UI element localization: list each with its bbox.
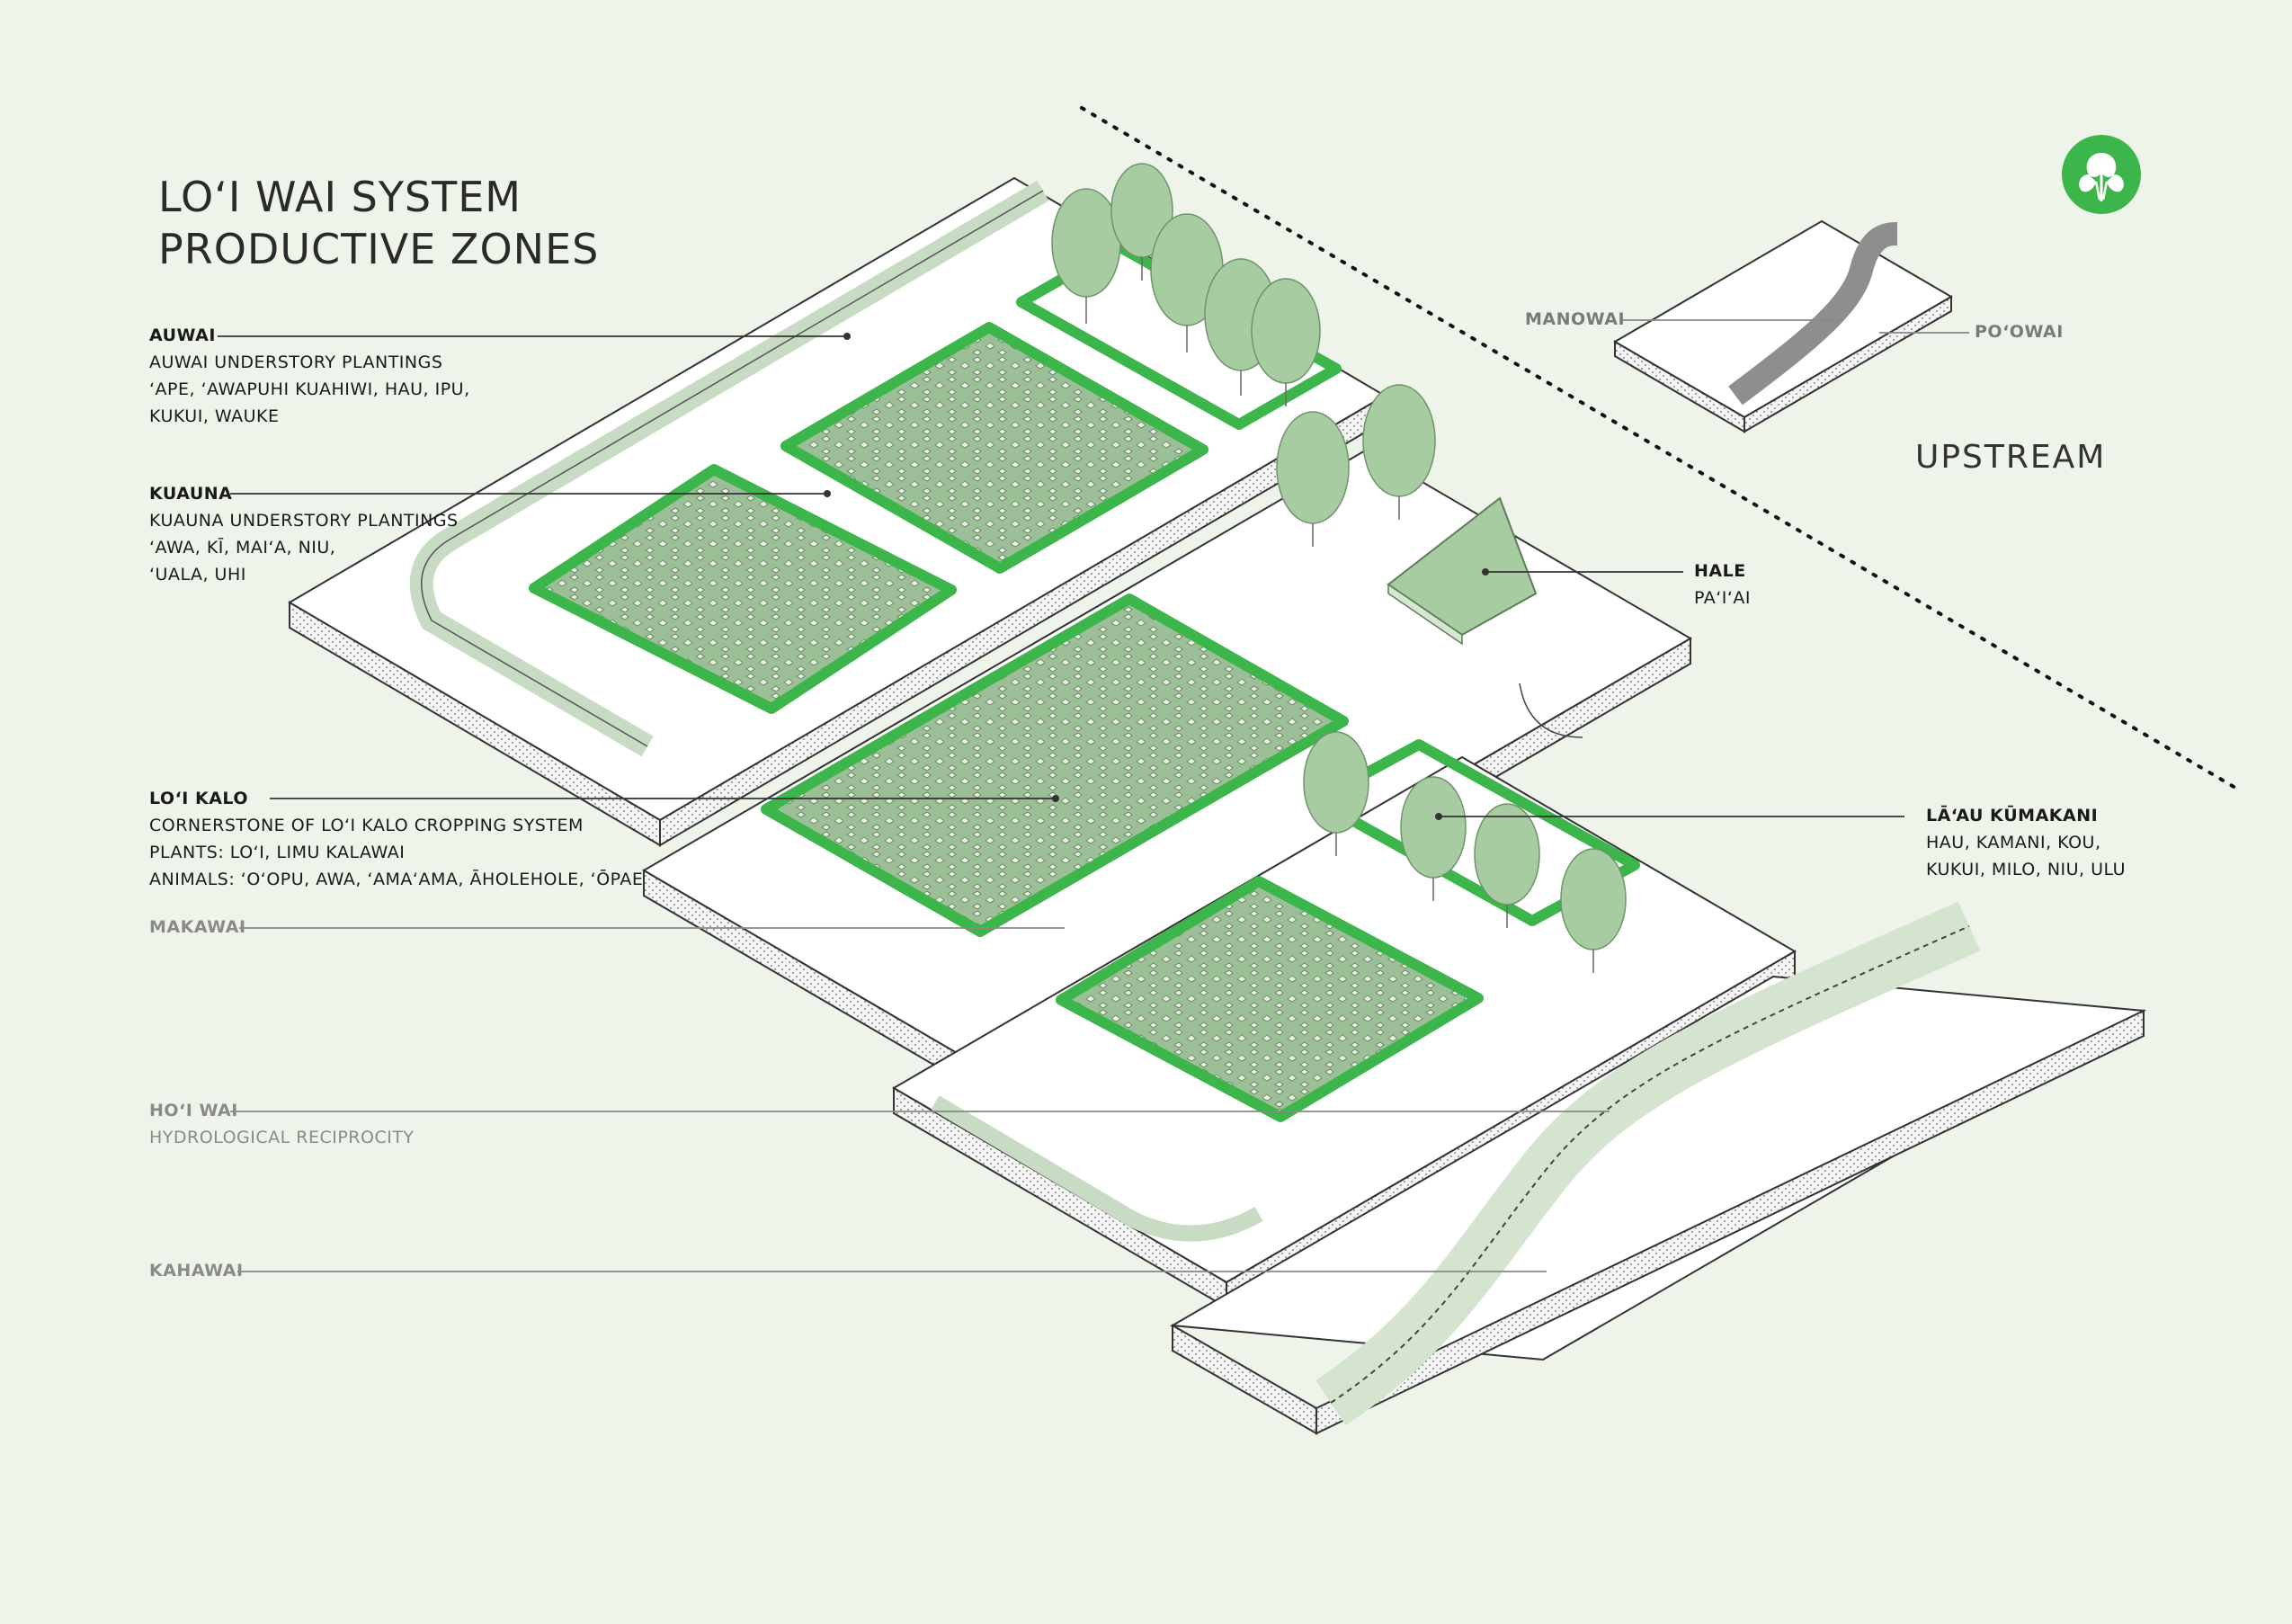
manowai-inset [1613, 219, 1953, 433]
title-line-2: PRODUCTIVE ZONES [158, 225, 600, 273]
laau-kumakani-line: KUKUI, MILO, NIU, ULU [1926, 860, 2127, 879]
upstream-label: UPSTREAM [1915, 439, 2107, 476]
upstream-divider-line [1080, 106, 2237, 790]
auwai-line: KUKUI, WAUKE [149, 406, 280, 426]
label-laau-kumakani: LĀ‘AU KŪMAKANI HAU, KAMANI, KOU, KUKUI, … [1926, 802, 2126, 883]
label-auwai: AUWAI AUWAI UNDERSTORY PLANTINGS ‘APE, ‘… [149, 322, 470, 430]
upper-platform [288, 176, 1387, 847]
loi-kalo-field-main [761, 593, 1349, 937]
makawai-heading: MAKAWAI [149, 917, 246, 937]
hoi-wai-line: HYDROLOGICAL RECIPROCITY [149, 1128, 415, 1147]
leader-dots [824, 333, 1489, 820]
label-hale: HALE PA‘I‘AI [1694, 558, 1751, 611]
trees [1051, 163, 1627, 973]
loi-kalo-field-upper-left [529, 464, 957, 714]
kuauna-heading: KUAUNA [149, 484, 233, 504]
loi-kalo-line: PLANTS: LO‘I, LIMU KALAWAI [149, 843, 406, 862]
label-kuauna: KUAUNA KUAUNA UNDERSTORY PLANTINGS ‘AWA,… [149, 480, 459, 588]
auwai-heading: AUWAI [149, 326, 216, 345]
hale-heading: HALE [1694, 561, 1746, 581]
label-manowai: MANOWAI [1525, 309, 1626, 329]
leader-lines [218, 319, 1969, 1272]
laau-kumakani-line: HAU, KAMANI, KOU, [1926, 833, 2101, 852]
auwai-line: AUWAI UNDERSTORY PLANTINGS [149, 352, 443, 372]
label-hoi-wai: HO‘I WAI HYDROLOGICAL RECIPROCITY [149, 1097, 415, 1151]
hale-house [1387, 496, 1538, 646]
page-title: LO‘I WAI SYSTEM PRODUCTIVE ZONES [158, 171, 599, 275]
title-line-1: LO‘I WAI SYSTEM [158, 173, 522, 221]
taro-leaf-logo-icon [2062, 135, 2141, 214]
label-makawai: MAKAWAI [149, 914, 246, 941]
kahawai-heading: KAHAWAI [149, 1261, 244, 1280]
hoi-wai-heading: HO‘I WAI [149, 1101, 238, 1120]
hale-line: PA‘I‘AI [1694, 588, 1752, 608]
label-loi-kalo: LO‘I KALO CORNERSTONE OF LO‘I KALO CROPP… [149, 785, 643, 893]
label-kahawai: KAHAWAI [149, 1257, 244, 1284]
kuauna-line: ‘AWA, KĪ, MAI‘A, NIU, [149, 538, 336, 558]
loi-kalo-heading: LO‘I KALO [149, 789, 248, 808]
loi-kalo-line: ANIMALS: ‘O‘OPU, AWA, ‘AMA‘AMA, ĀHOLEHOL… [149, 870, 644, 889]
loi-kalo-line: CORNERSTONE OF LO‘I KALO CROPPING SYSTEM [149, 816, 584, 835]
label-poowai: PO‘OWAI [1975, 322, 2064, 342]
loi-kalo-field-lower [1056, 876, 1484, 1122]
laau-kumakani-heading: LĀ‘AU KŪMAKANI [1926, 806, 2099, 825]
auwai-line: ‘APE, ‘AWAPUHI KUAHIWI, HAU, IPU, [149, 379, 470, 399]
kuauna-line: KUAUNA UNDERSTORY PLANTINGS [149, 511, 459, 531]
kahawai-platform [1169, 901, 2147, 1435]
kuauna-line: ‘UALA, UHI [149, 565, 246, 584]
loi-kalo-field-upper-right [780, 322, 1208, 574]
laau-grove-lower [1311, 739, 1640, 926]
